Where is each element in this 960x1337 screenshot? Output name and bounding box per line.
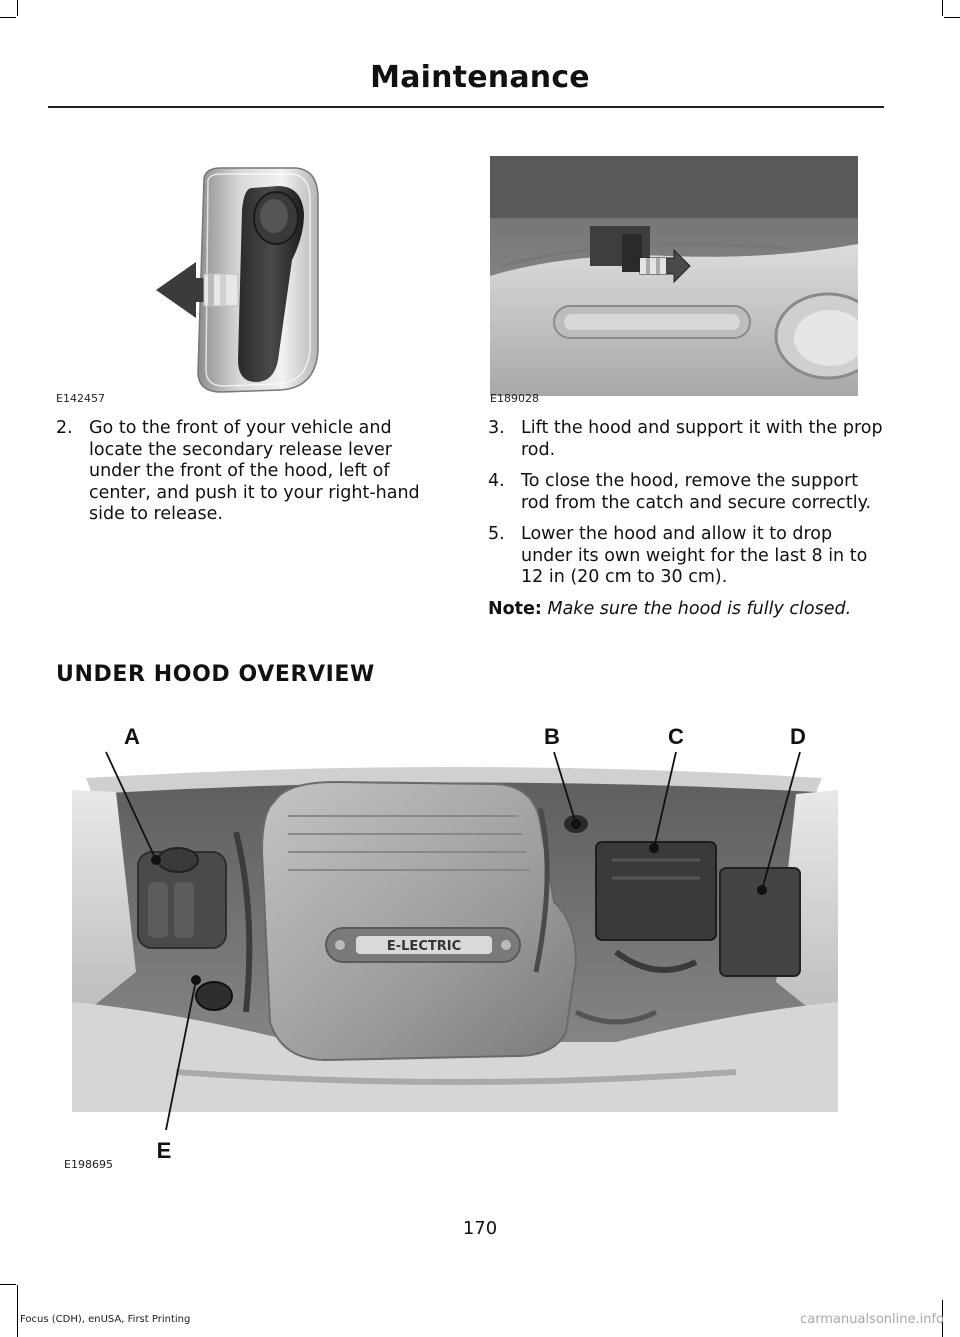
- note-label: Note:: [488, 598, 542, 619]
- section-heading: UNDER HOOD OVERVIEW: [56, 662, 375, 687]
- page-number: 170: [462, 1218, 498, 1239]
- page-title: Maintenance: [370, 60, 590, 95]
- callout-label-e: E: [157, 1138, 172, 1163]
- step-number: 5.: [488, 524, 505, 544]
- crop-mark-bottom-left-h: [0, 1284, 16, 1285]
- note-text: Make sure the hood is fully closed.: [547, 598, 852, 619]
- step-item: 3. Lift the hood and support it with the…: [488, 418, 883, 461]
- figure-code-left: E142457: [56, 392, 105, 405]
- crop-mark-top-left-h: [0, 17, 16, 18]
- step-number: 4.: [488, 471, 505, 491]
- crop-mark-bottom-left-v: [17, 1285, 18, 1337]
- crop-mark-bottom-right-v: [942, 1300, 943, 1337]
- crop-mark-top-left-v: [17, 0, 18, 16]
- figure-code-bottom: E198695: [64, 1158, 113, 1171]
- callout-label-a: A: [124, 724, 140, 749]
- hood-release-handle-figure: [56, 150, 436, 400]
- steps-left-column: 2. Go to the front of your vehicle and l…: [56, 418, 440, 536]
- step-item: 2. Go to the front of your vehicle and l…: [56, 418, 440, 526]
- note: Note: Make sure the hood is fully closed…: [488, 599, 883, 620]
- callout-leaders: [105, 751, 801, 1131]
- step-text: Lift the hood and support it with the pr…: [521, 418, 883, 460]
- step-item: 4. To close the hood, remove the support…: [488, 471, 883, 514]
- electric-badge-text: E-LECTRIC: [387, 939, 461, 954]
- crop-mark-top-right-h: [944, 17, 960, 18]
- step-number: 2.: [56, 418, 73, 438]
- callout-label-d: D: [790, 724, 806, 749]
- callout-label-c: C: [668, 724, 684, 749]
- callout-label-b: B: [544, 724, 560, 749]
- under-hood-illustration: E-LECTRIC A B C D E: [72, 724, 838, 1163]
- step-text: Go to the front of your vehicle and loca…: [89, 418, 420, 524]
- figure-code-right: E189028: [490, 392, 539, 405]
- hood-prop-rod-figure: [490, 156, 882, 396]
- header-rule: [48, 106, 884, 108]
- steps-right-column: 3. Lift the hood and support it with the…: [488, 418, 883, 620]
- footer-watermark: carmanualsonline.info: [800, 1312, 944, 1327]
- hood-release-handle-illustration: [156, 167, 319, 393]
- footer-edition: Focus (CDH), enUSA, First Printing: [20, 1314, 191, 1325]
- step-number: 3.: [488, 418, 505, 438]
- hood-prop-rod-illustration: [490, 156, 882, 396]
- step-text: To close the hood, remove the support ro…: [521, 471, 872, 513]
- step-text: Lower the hood and allow it to drop unde…: [521, 524, 868, 587]
- step-item: 5. Lower the hood and allow it to drop u…: [488, 524, 883, 589]
- under-hood-overview-figure: E-LECTRIC A B C D E: [56, 712, 846, 1172]
- crop-mark-top-right-v: [942, 0, 943, 16]
